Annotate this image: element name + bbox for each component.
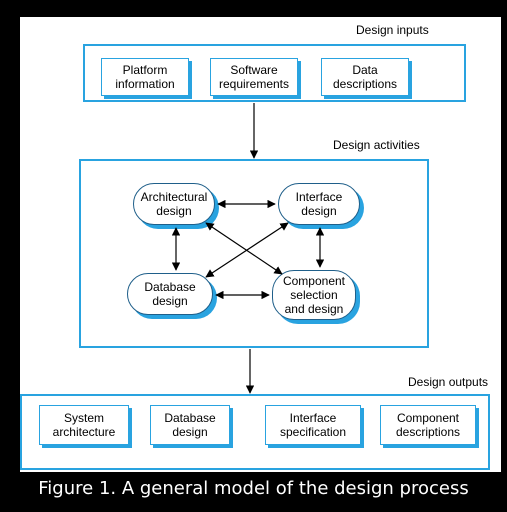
input-software-requirements: Software requirements — [210, 58, 298, 96]
input-platform-information: Platform information — [101, 58, 189, 96]
architectural-design-node: Architectural design — [133, 183, 215, 225]
database-design-node: Database design — [127, 273, 213, 315]
arrow-interface-database — [205, 222, 289, 278]
design-outputs-label: Design outputs — [408, 375, 489, 389]
output-database-design: Database design — [150, 405, 230, 445]
connector-arrows — [171, 103, 325, 394]
output-system-architecture: System architecture — [39, 405, 129, 445]
design-activities-label: Design activities — [333, 138, 420, 152]
design-inputs-frame — [83, 44, 466, 102]
interface-design-node: Interface design — [278, 183, 360, 225]
output-interface-specification: Interface specification — [265, 405, 361, 445]
design-activities-frame — [79, 159, 429, 348]
design-inputs-label: Design inputs — [356, 23, 429, 37]
figure-caption: Figure 1. A general model of the design … — [38, 478, 469, 499]
input-data-descriptions: Data descriptions — [321, 58, 409, 96]
arrow-architectural-component — [205, 222, 283, 275]
output-component-descriptions: Component descriptions — [380, 405, 476, 445]
component-design-node: Component selection and design — [272, 270, 356, 320]
design-outputs-frame — [20, 394, 490, 470]
diagram-canvas: Design inputs Platform information Softw… — [20, 17, 501, 472]
